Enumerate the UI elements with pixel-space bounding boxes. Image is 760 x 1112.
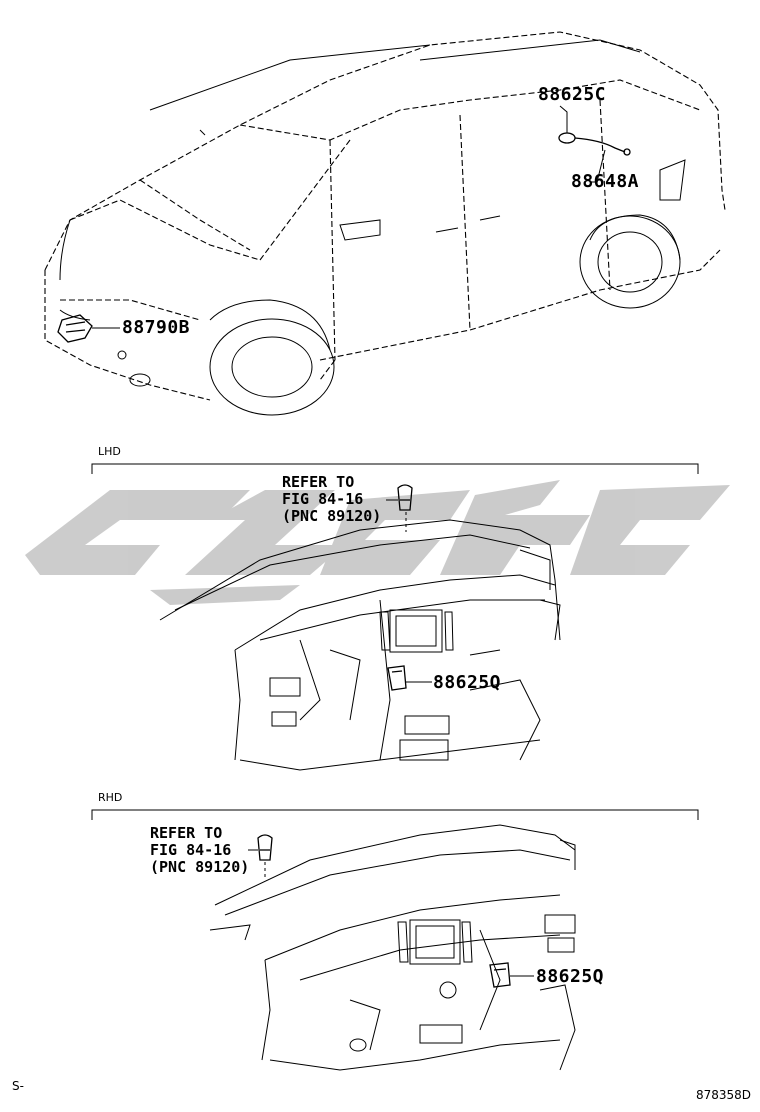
rhd-parts <box>257 834 511 988</box>
rhd-leaders <box>248 849 534 977</box>
lhd-section-label: LHD <box>98 445 121 458</box>
rhd-refer-note: REFER TO FIG 84-16 (PNC 89120) <box>150 824 250 876</box>
lhd-leaders <box>386 499 432 683</box>
vehicle-parts <box>57 132 631 343</box>
vehicle-outline <box>44 31 726 401</box>
part-label-rear: 88648A <box>571 171 640 192</box>
rhd-part-label: 88625Q <box>536 966 605 987</box>
rhd-dashboard <box>209 824 576 1071</box>
vehicle-details <box>59 39 686 416</box>
leader-lines-vehicle <box>92 105 606 329</box>
rhd-section-label: RHD <box>98 791 123 804</box>
footer-left-code: S- <box>12 1079 24 1093</box>
lhd-refer-note: REFER TO FIG 84-16 (PNC 89120) <box>282 473 382 525</box>
lhd-part-label: 88625Q <box>433 672 502 693</box>
part-label-roof: 88625C <box>538 84 607 105</box>
lhd-parts <box>387 484 413 691</box>
drawing-number: 878358D <box>696 1088 752 1102</box>
rhd-bracket <box>91 809 699 820</box>
lhd-bracket <box>91 463 699 474</box>
lhd-dashboard <box>159 519 561 771</box>
part-label-front: 88790B <box>122 317 191 338</box>
